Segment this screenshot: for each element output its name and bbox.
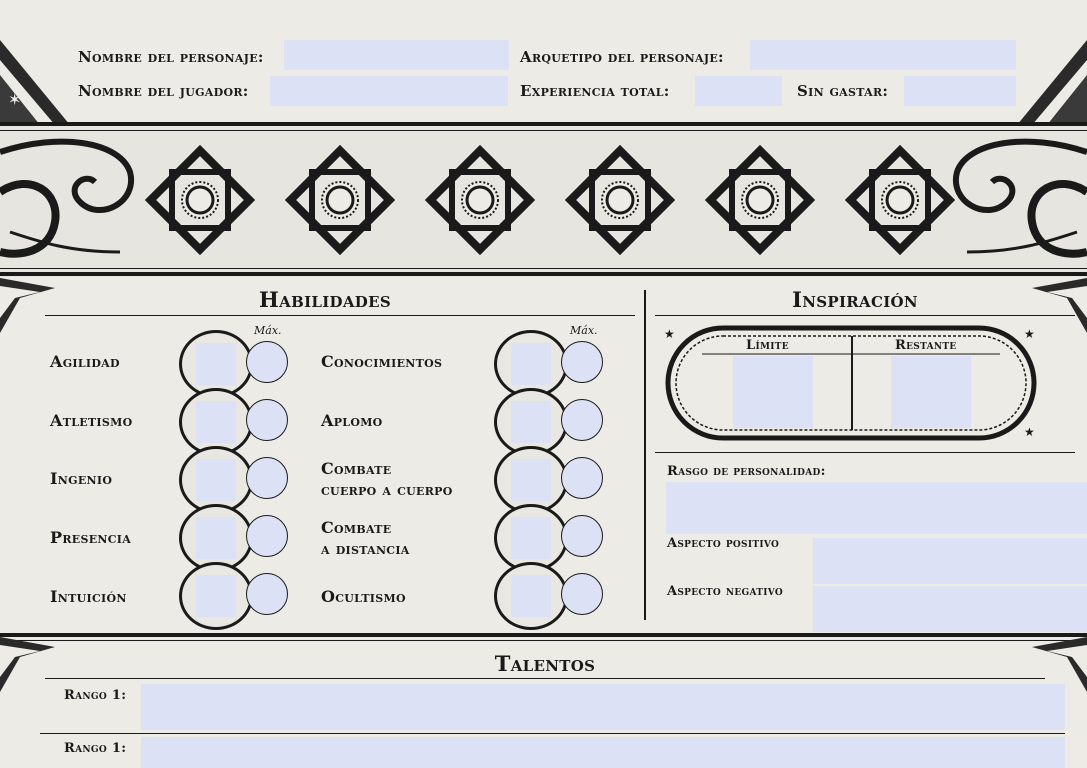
- section-divider: [644, 290, 646, 620]
- skill-max-ocultismo[interactable]: [561, 573, 603, 615]
- skill-combate-distancia-line1: Combate: [321, 518, 392, 537]
- skill-max-ingenio[interactable]: [246, 457, 288, 499]
- inspiration-remaining-label: Restante: [895, 338, 957, 353]
- skill-max-aplomo[interactable]: [561, 399, 603, 441]
- svg-text:✶: ✶: [8, 90, 21, 109]
- medallion-3[interactable]: [422, 142, 538, 258]
- positive-aspect-label: Aspecto positivo: [667, 536, 780, 551]
- inspiration-limit-label: Límite: [746, 338, 789, 353]
- total-xp-field[interactable]: [695, 76, 782, 106]
- max-label-left: Máx.: [254, 324, 282, 337]
- medallion-5[interactable]: [702, 142, 818, 258]
- medallion-2[interactable]: [282, 142, 398, 258]
- skill-max-conocimientos[interactable]: [561, 341, 603, 383]
- skill-value-combate-distancia[interactable]: [494, 504, 568, 572]
- talents-top-rule: [0, 633, 1087, 637]
- skill-value-agilidad[interactable]: [179, 330, 253, 398]
- talent-rank-field-1[interactable]: [141, 684, 1065, 730]
- svg-text:★: ★: [664, 327, 675, 341]
- talents-arrow-right: [1032, 637, 1087, 692]
- personality-trait-label: Rasgo de personalidad:: [667, 464, 826, 479]
- skill-max-atletismo[interactable]: [246, 399, 288, 441]
- skill-value-conocimientos[interactable]: [494, 330, 568, 398]
- scroll-ornament-left: [0, 138, 135, 258]
- archetype-label: Arquetipo del personaje:: [520, 48, 724, 66]
- skill-max-combate-cuerpo[interactable]: [561, 457, 603, 499]
- skill-aplomo: Aplomo: [321, 411, 383, 430]
- ornament-band: [0, 122, 1087, 277]
- inspiration-lower-rule: [655, 452, 1075, 453]
- player-name-field[interactable]: [270, 76, 508, 106]
- inspiration-frame: ★ ★ ★: [664, 325, 1037, 441]
- skill-max-combate-distancia[interactable]: [561, 515, 603, 557]
- skill-combate-cuerpo-line1: Combate: [321, 459, 392, 478]
- skill-max-intuicion[interactable]: [246, 573, 288, 615]
- character-name-field[interactable]: [284, 40, 509, 70]
- talent-rank-label-1: Rango 1:: [64, 688, 127, 703]
- inspiration-limit-field[interactable]: [733, 356, 813, 428]
- skills-title: Habilidades: [259, 287, 391, 312]
- unspent-xp-label: Sin gastar:: [797, 82, 889, 100]
- player-name-label: Nombre del jugador:: [78, 82, 249, 100]
- skill-max-agilidad[interactable]: [246, 341, 288, 383]
- skill-combate-distancia-line2: a distancia: [321, 539, 410, 558]
- skill-agilidad: Agilidad: [50, 352, 120, 371]
- talent-rank-label-2: Rango 1:: [64, 741, 127, 756]
- negative-aspect-label: Aspecto negativo: [667, 584, 784, 599]
- talents-arrow-left: [0, 637, 55, 692]
- total-xp-label: Experiencia total:: [520, 82, 670, 100]
- inspiration-title: Inspiración: [792, 287, 918, 312]
- skill-presencia: Presencia: [50, 528, 132, 547]
- scroll-ornament-right: [952, 138, 1087, 258]
- skill-max-presencia[interactable]: [246, 515, 288, 557]
- positive-aspect-field[interactable]: [813, 538, 1087, 584]
- skill-value-ocultismo[interactable]: [494, 562, 568, 630]
- character-name-label: Nombre del personaje:: [78, 48, 264, 66]
- inspiration-title-underline: [655, 315, 1075, 316]
- skills-title-underline: [45, 315, 635, 316]
- talents-title: Talentos: [494, 651, 596, 676]
- inspiration-remaining-field[interactable]: [891, 356, 971, 428]
- skill-conocimientos: Conocimientos: [321, 352, 443, 371]
- personality-trait-field[interactable]: [666, 482, 1087, 534]
- medallion-4[interactable]: [562, 142, 678, 258]
- svg-text:★: ★: [1024, 425, 1035, 439]
- skill-atletismo: Atletismo: [50, 411, 133, 430]
- talents-top-rule-thin: [0, 640, 1087, 641]
- corner-ornament-top-left: ✶: [0, 40, 70, 125]
- skill-value-atletismo[interactable]: [179, 388, 253, 456]
- talent-row-divider: [40, 733, 1065, 734]
- svg-text:★: ★: [1024, 327, 1035, 341]
- negative-aspect-field[interactable]: [813, 586, 1087, 632]
- skill-ocultismo: Ocultismo: [321, 587, 406, 606]
- medallion-6[interactable]: [842, 142, 958, 258]
- skill-combate-cuerpo-line2: cuerpo a cuerpo: [321, 480, 453, 499]
- skill-ingenio: Ingenio: [50, 469, 113, 488]
- unspent-xp-field[interactable]: [904, 76, 1016, 106]
- skill-intuicion: Intuición: [50, 587, 127, 606]
- talent-rank-field-2[interactable]: [141, 737, 1065, 768]
- corner-ornament-top-right: [1017, 40, 1087, 125]
- talents-title-underline: [45, 678, 1045, 679]
- archetype-field[interactable]: [750, 40, 1016, 70]
- arrow-ornament-left: [0, 278, 55, 333]
- skill-value-intuicion[interactable]: [179, 562, 253, 630]
- medallion-1[interactable]: [142, 142, 258, 258]
- max-label-right: Máx.: [570, 324, 598, 337]
- arrow-ornament-right: [1032, 278, 1087, 333]
